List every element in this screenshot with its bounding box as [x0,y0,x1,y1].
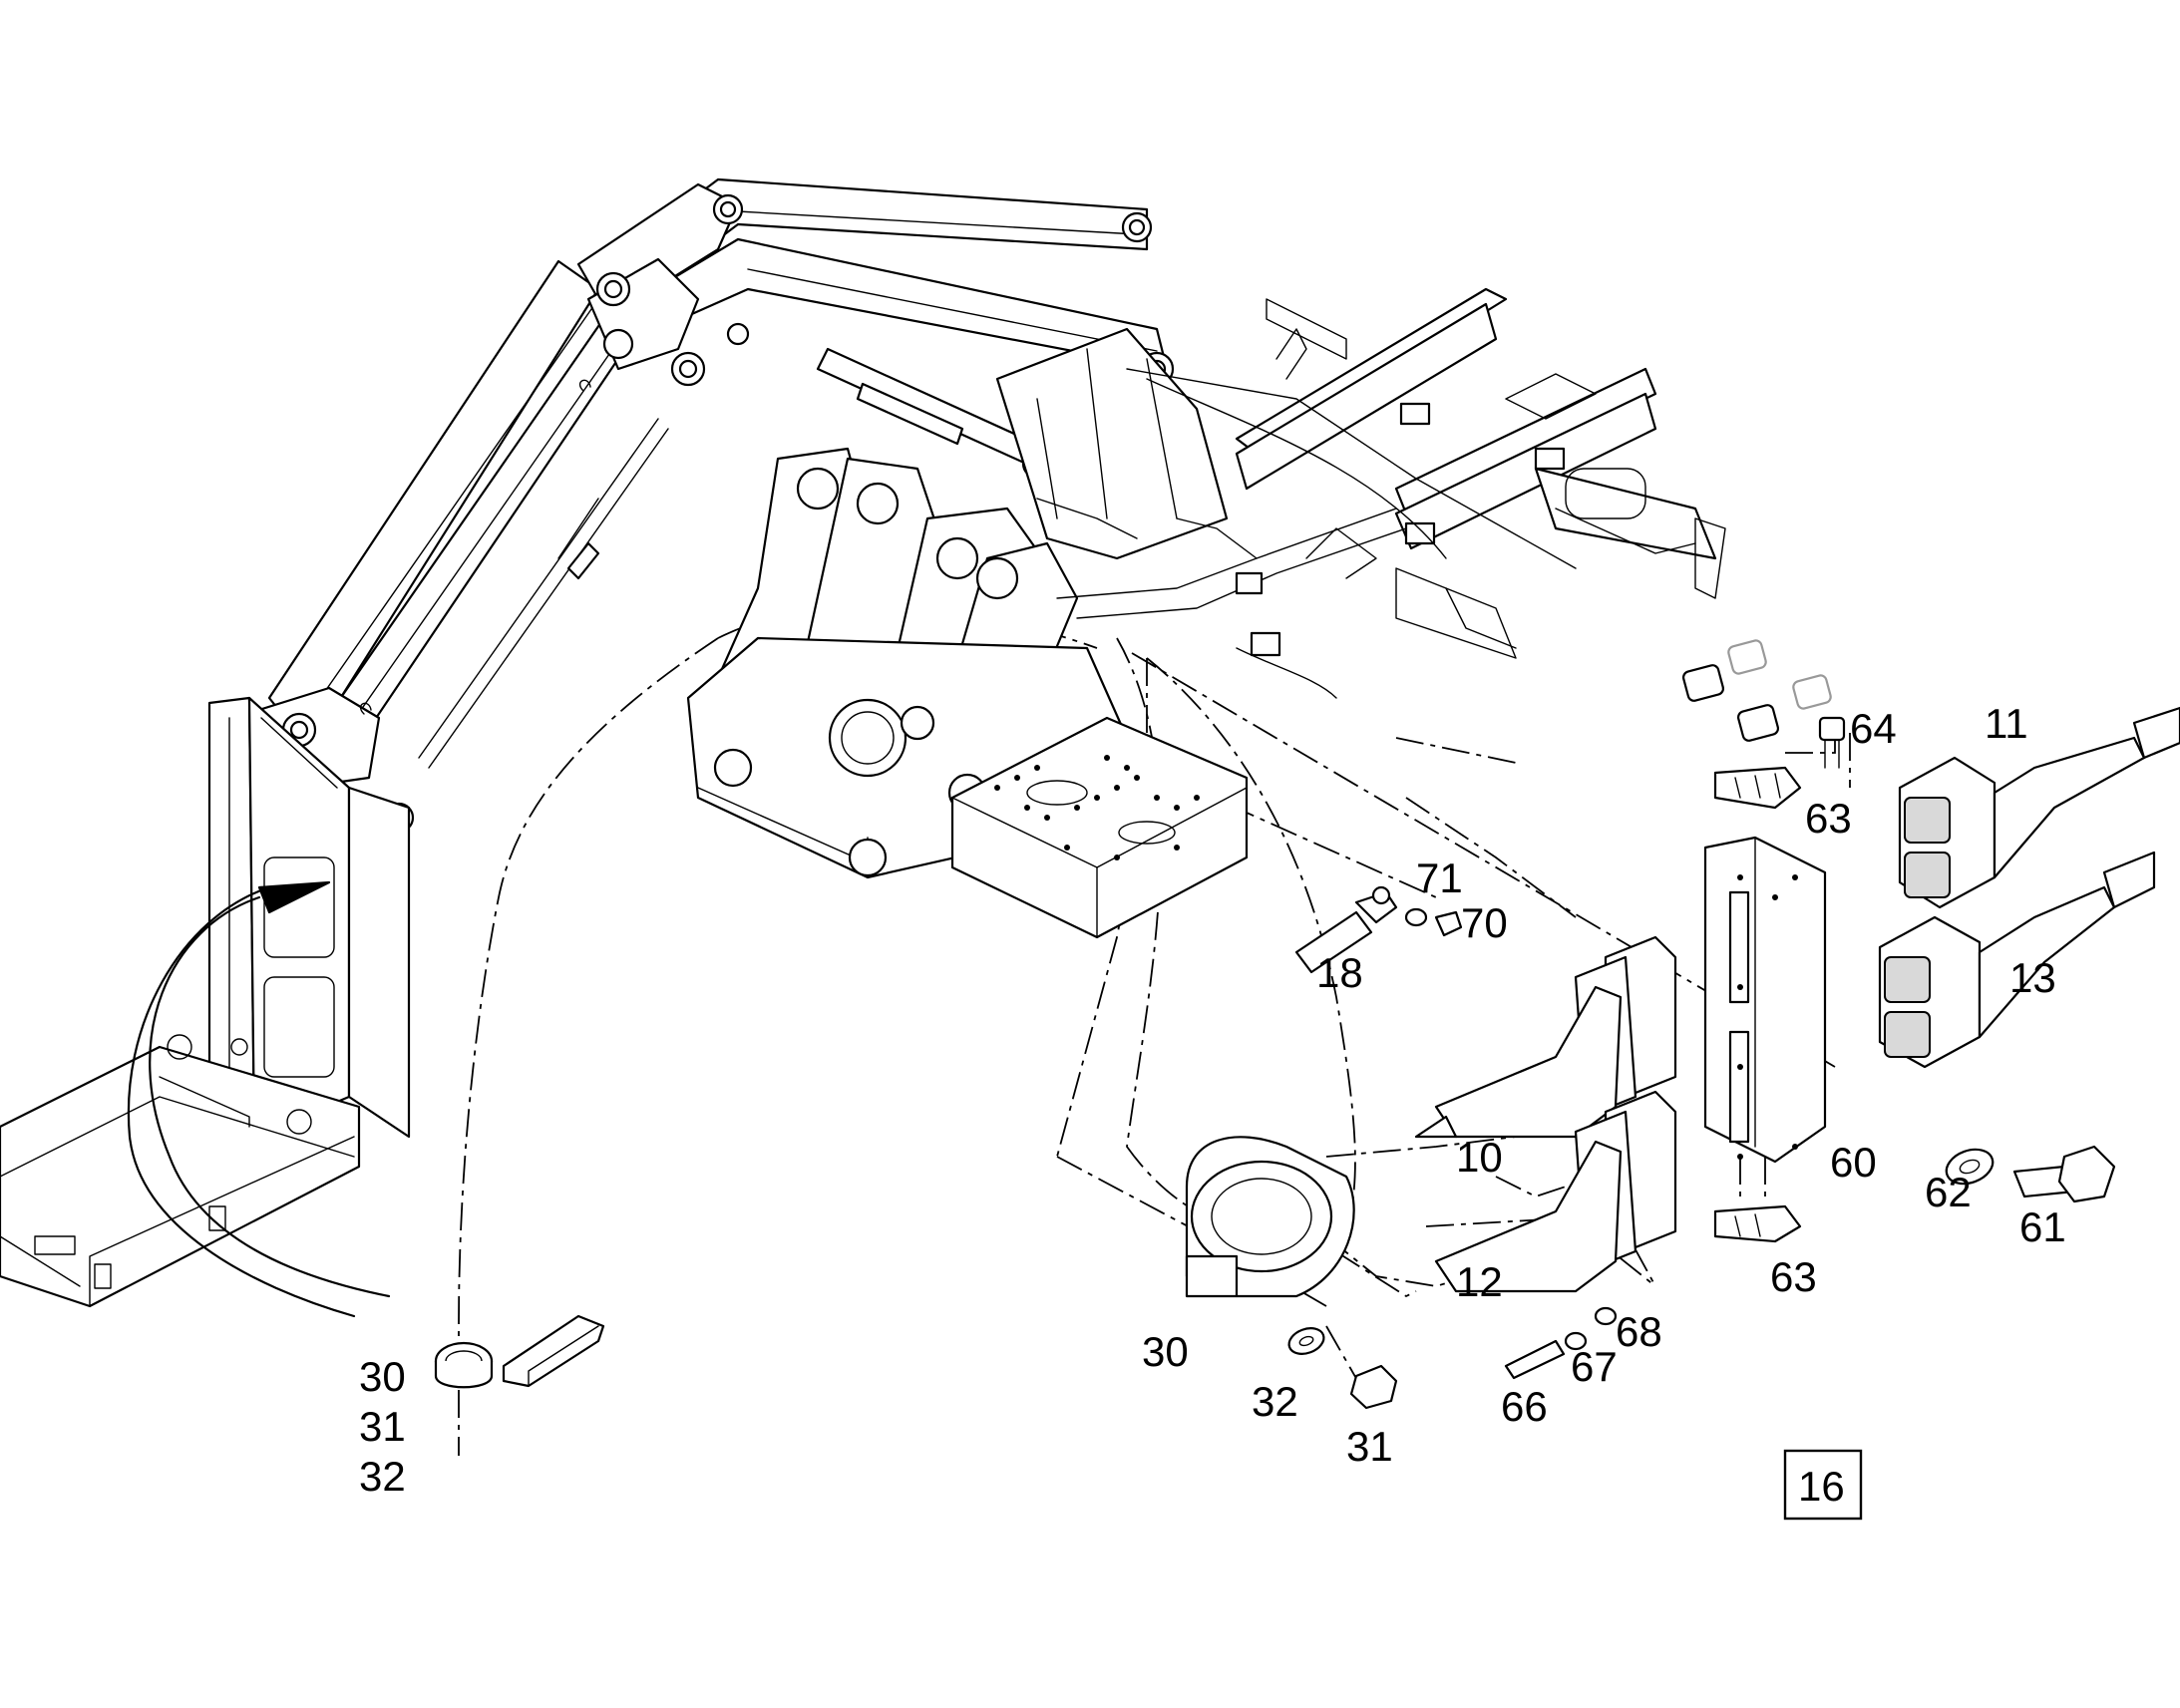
multi-plug-connectors [1878,706,2180,1069]
connectors-cluster [1681,639,2116,1243]
callout-30-left: 30 [359,1353,406,1400]
page-number: 16 [1798,1463,1845,1510]
callout-18: 18 [1316,949,1363,996]
callout-62: 62 [1925,1169,1972,1215]
callout-66: 66 [1501,1383,1548,1430]
callout-63-bottom: 63 [1770,1253,1817,1300]
plate-holes [994,755,1200,860]
part-callouts: 11 64 63 71 70 18 13 10 60 62 61 12 63 6… [359,700,2066,1500]
callout-31-right: 31 [1346,1423,1393,1470]
callout-32-right: 32 [1252,1378,1298,1425]
chassis-rails [1036,287,1726,699]
quick-coupler-frame [0,696,411,1318]
callout-13: 13 [2009,954,2056,1001]
callout-61: 61 [2019,1203,2066,1250]
callout-30-right: 30 [1142,1328,1189,1375]
callout-32-left: 32 [359,1453,406,1500]
cable-connectors [1414,935,1677,1293]
callout-10: 10 [1456,1134,1503,1181]
loader-boom-arm [247,177,1229,834]
callout-67: 67 [1571,1343,1618,1390]
callout-60: 60 [1830,1139,1877,1186]
callout-70: 70 [1461,899,1508,946]
callout-63-top: 63 [1805,795,1852,842]
callout-68: 68 [1616,1308,1662,1355]
cable-clamp-assembly [1185,1136,1618,1410]
ground-cable-terminal [1294,885,1463,974]
callout-11: 11 [1985,700,2028,747]
small-cable-clamp [434,1314,605,1389]
callout-31-left: 31 [359,1403,406,1450]
page-number-box: 16 [1783,1449,1863,1521]
main-support-frame [686,447,1249,939]
callout-71: 71 [1416,854,1463,901]
callout-64: 64 [1850,705,1897,752]
callout-12: 12 [1456,1258,1503,1305]
